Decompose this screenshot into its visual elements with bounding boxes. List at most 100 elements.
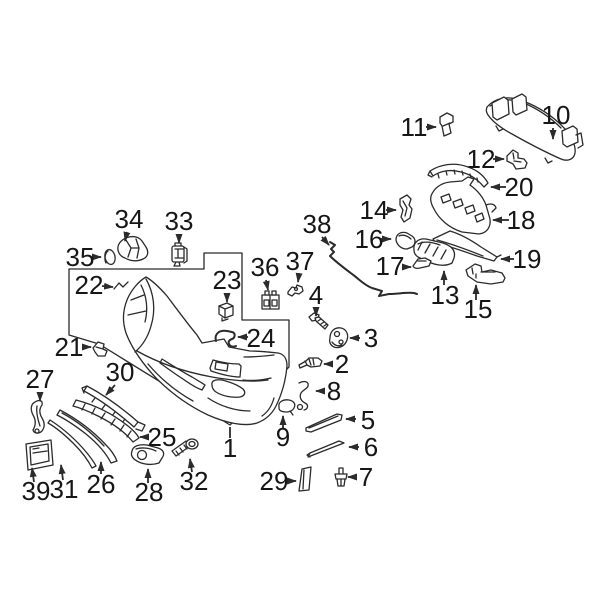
callout-2[interactable]: 2 bbox=[323, 349, 349, 379]
callout-9[interactable]: 9 bbox=[276, 415, 290, 452]
callout-15-label[interactable]: 15 bbox=[464, 294, 493, 324]
callout-19[interactable]: 19 bbox=[500, 244, 542, 274]
callout-8[interactable]: 8 bbox=[315, 376, 341, 406]
callout-28[interactable]: 28 bbox=[135, 468, 164, 507]
part-7-art bbox=[334, 467, 348, 487]
callout-10-label[interactable]: 10 bbox=[542, 100, 571, 130]
callout-18-label[interactable]: 18 bbox=[507, 205, 536, 235]
callout-10[interactable]: 10 bbox=[542, 100, 571, 140]
callout-4[interactable]: 4 bbox=[309, 280, 323, 317]
callout-22-label[interactable]: 22 bbox=[75, 270, 104, 300]
part-24-art bbox=[214, 329, 237, 348]
callout-24-label[interactable]: 24 bbox=[247, 323, 276, 353]
callout-26-label[interactable]: 26 bbox=[87, 469, 116, 499]
callout-30-label[interactable]: 30 bbox=[106, 357, 135, 387]
callout-21[interactable]: 21 bbox=[55, 332, 92, 362]
callout-7[interactable]: 7 bbox=[347, 462, 373, 492]
callout-26[interactable]: 26 bbox=[87, 461, 116, 499]
callout-32-label[interactable]: 32 bbox=[180, 466, 209, 496]
callout-12-label[interactable]: 12 bbox=[467, 144, 496, 174]
callout-5[interactable]: 5 bbox=[345, 405, 375, 435]
callout-11[interactable]: 11 bbox=[401, 112, 437, 142]
part-22-art bbox=[113, 281, 129, 290]
callout-20-label[interactable]: 20 bbox=[505, 172, 534, 202]
callout-17[interactable]: 17 bbox=[376, 251, 412, 281]
part-29-art bbox=[298, 466, 312, 492]
callout-36-label[interactable]: 36 bbox=[251, 252, 280, 282]
part-28-art bbox=[130, 444, 165, 466]
callout-12[interactable]: 12 bbox=[467, 144, 505, 174]
part-27-art bbox=[30, 399, 45, 434]
callout-31-label[interactable]: 31 bbox=[50, 474, 79, 504]
part-9-art bbox=[278, 399, 296, 416]
part-35-art bbox=[104, 248, 116, 266]
callout-23-label[interactable]: 23 bbox=[213, 265, 242, 295]
callout-16-label[interactable]: 16 bbox=[355, 224, 384, 254]
callout-22[interactable]: 22 bbox=[75, 270, 114, 300]
callout-37[interactable]: 37 bbox=[286, 246, 315, 283]
callout-36[interactable]: 36 bbox=[251, 252, 280, 291]
callout-18[interactable]: 18 bbox=[492, 205, 536, 235]
callout-35-label[interactable]: 35 bbox=[66, 242, 95, 272]
callout-6[interactable]: 6 bbox=[348, 432, 378, 462]
callout-34-label[interactable]: 34 bbox=[115, 204, 144, 234]
part-10-art bbox=[485, 93, 584, 164]
part-25-art bbox=[72, 399, 140, 443]
callout-28-label[interactable]: 28 bbox=[135, 477, 164, 507]
callout-9-label[interactable]: 9 bbox=[276, 422, 290, 452]
callout-32[interactable]: 32 bbox=[180, 458, 209, 496]
callout-14-label[interactable]: 14 bbox=[360, 195, 389, 225]
callout-17-label[interactable]: 17 bbox=[376, 251, 405, 281]
callout-29[interactable]: 29 bbox=[260, 466, 297, 496]
callout-16[interactable]: 16 bbox=[355, 224, 392, 254]
callout-11-label[interactable]: 11 bbox=[401, 112, 428, 142]
callout-25-label[interactable]: 25 bbox=[148, 422, 177, 452]
callout-39-label[interactable]: 39 bbox=[22, 476, 51, 506]
part-31-art bbox=[47, 419, 97, 469]
part-6-art bbox=[306, 440, 345, 458]
callout-27[interactable]: 27 bbox=[26, 364, 55, 402]
callout-1[interactable]: 1 bbox=[223, 427, 237, 463]
callout-19-label[interactable]: 19 bbox=[513, 244, 542, 274]
artwork-layer bbox=[25, 93, 584, 492]
callout-24[interactable]: 24 bbox=[237, 323, 276, 353]
callout-3-label[interactable]: 3 bbox=[364, 323, 378, 353]
callout-14[interactable]: 14 bbox=[360, 195, 397, 225]
callout-33-label[interactable]: 33 bbox=[165, 206, 194, 236]
callout-34[interactable]: 34 bbox=[115, 204, 144, 242]
callout-13[interactable]: 13 bbox=[431, 270, 460, 310]
callout-33[interactable]: 33 bbox=[165, 206, 194, 244]
callout-21-label[interactable]: 21 bbox=[55, 332, 84, 362]
callout-31[interactable]: 31 bbox=[50, 464, 79, 504]
callout-32-leader bbox=[187, 458, 195, 473]
part-21-art bbox=[92, 341, 108, 357]
callout-39[interactable]: 39 bbox=[22, 467, 51, 506]
callout-5-label[interactable]: 5 bbox=[361, 405, 375, 435]
callout-15[interactable]: 15 bbox=[464, 284, 493, 324]
callout-3[interactable]: 3 bbox=[349, 323, 378, 353]
part-20-art bbox=[427, 163, 489, 188]
callout-29-label[interactable]: 29 bbox=[260, 466, 289, 496]
part-37-art bbox=[287, 284, 304, 297]
callout-30[interactable]: 30 bbox=[105, 357, 135, 396]
callout-8-label[interactable]: 8 bbox=[327, 376, 341, 406]
callout-6-label[interactable]: 6 bbox=[364, 432, 378, 462]
callout-23[interactable]: 23 bbox=[213, 265, 242, 303]
part-18-art bbox=[429, 176, 497, 235]
callout-38-label[interactable]: 38 bbox=[303, 209, 332, 239]
callout-35[interactable]: 35 bbox=[66, 242, 102, 272]
callout-13-label[interactable]: 13 bbox=[431, 280, 460, 310]
callout-27-label[interactable]: 27 bbox=[26, 364, 55, 394]
callout-4-label[interactable]: 4 bbox=[309, 280, 323, 310]
callout-20[interactable]: 20 bbox=[490, 172, 534, 202]
callout-38[interactable]: 38 bbox=[303, 209, 332, 246]
part-33-art bbox=[171, 242, 188, 267]
callout-2-label[interactable]: 2 bbox=[335, 349, 349, 379]
callout-37-label[interactable]: 37 bbox=[286, 246, 315, 276]
callout-1-label[interactable]: 1 bbox=[223, 433, 237, 463]
callout-25[interactable]: 25 bbox=[139, 422, 177, 452]
part-5-art bbox=[305, 413, 343, 433]
callout-7-label[interactable]: 7 bbox=[359, 462, 373, 492]
